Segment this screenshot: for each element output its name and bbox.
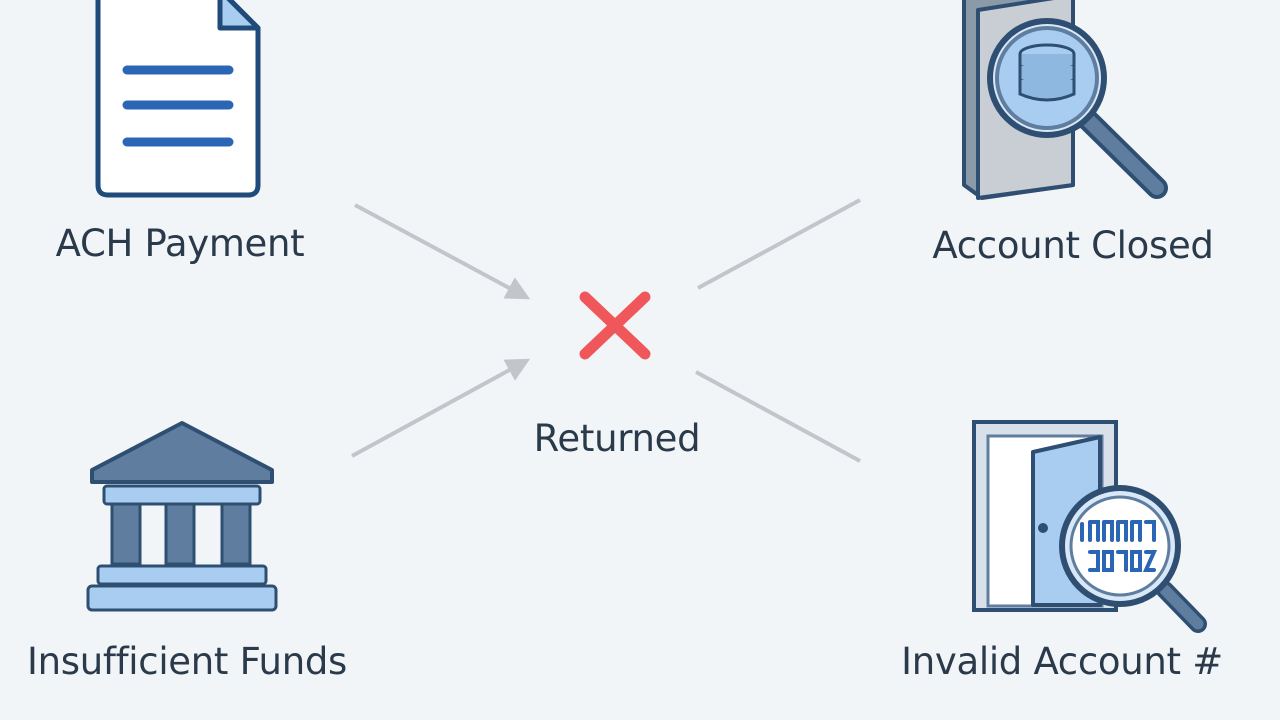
line-returned-to-closed — [697, 198, 861, 290]
insufficient-funds-label: Insufficient Funds — [26, 640, 348, 683]
document-icon — [95, 0, 261, 198]
ach-payment-label: ACH Payment — [55, 222, 305, 265]
returned-label: Returned — [533, 417, 701, 460]
connector-lines — [351, 198, 861, 463]
invalid-account-label: Invalid Account # — [901, 640, 1223, 683]
line-returned-to-invalid — [695, 370, 861, 463]
magnified-number-glyphs — [1080, 520, 1158, 572]
arrow-funds-to-returned — [351, 358, 531, 458]
door-magnifier-icon — [972, 420, 1207, 633]
account-closed-label: Account Closed — [932, 224, 1214, 267]
red-x-icon — [579, 291, 651, 360]
bank-icon — [86, 421, 278, 612]
arrow-ach-to-returned — [354, 203, 531, 300]
closed-account-search-icon — [962, 0, 1168, 200]
